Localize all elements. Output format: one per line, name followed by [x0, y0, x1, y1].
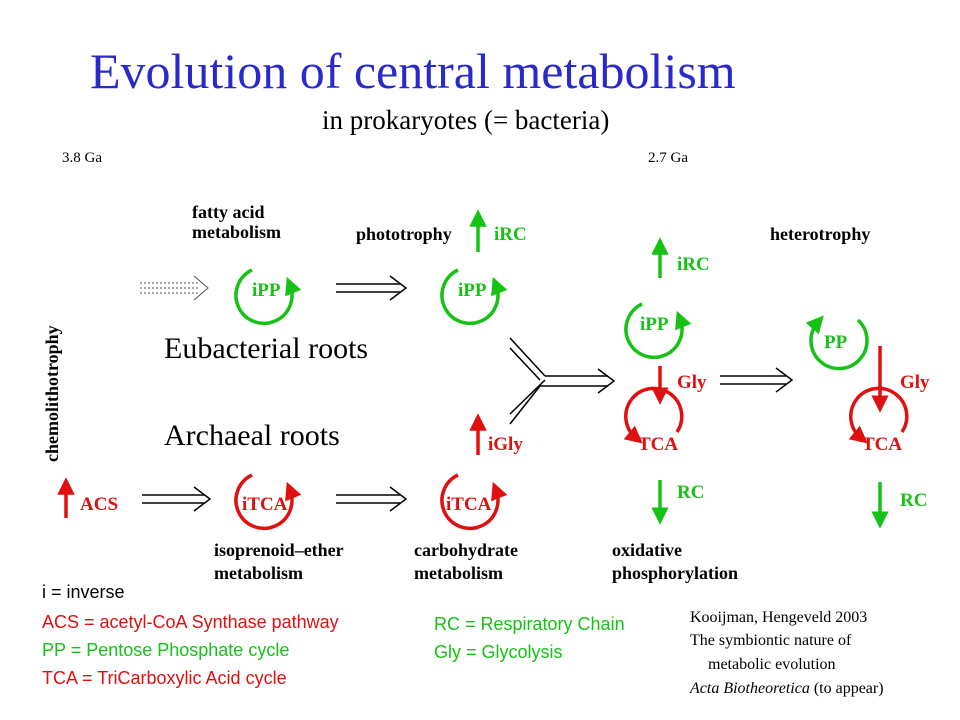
node-ipp-3: iPP [640, 314, 669, 335]
page-title: Evolution of central metabolism [90, 43, 736, 99]
page-subtitle: in prokaryotes (= bacteria) [322, 105, 610, 135]
cycle-itca-2-icon [440, 473, 508, 531]
cycle-ipp-1-icon [234, 268, 302, 326]
merge-arrow [509, 337, 616, 425]
legend-gly: Gly = Glycolysis [434, 642, 563, 662]
node-tca-1: TCA [638, 434, 678, 455]
label-carbohydrate-1: carbohydrate [414, 540, 518, 560]
cycle-pp-icon [805, 315, 869, 371]
legend-tca: TCA = TriCarboxylic Acid cycle [42, 668, 287, 688]
reference-authors: Kooijman, Hengeveld 2003 [690, 609, 868, 626]
time-label-mid: 2.7 Ga [648, 150, 688, 166]
double-arrow-to-heterotrophy [720, 367, 794, 393]
reference-journal: Acta Biotheoretica (to appear) [690, 680, 884, 698]
node-gly-1: Gly [677, 372, 707, 393]
node-ipp-1: iPP [252, 280, 281, 301]
reference-title-1: The symbiontic nature of [690, 632, 852, 649]
label-fatty-acid-1: fatty acid [192, 202, 264, 222]
label-phototrophy: phototrophy [356, 224, 452, 244]
node-rc-1: RC [677, 482, 704, 503]
legend-pp: PP = Pentose Phosphate cycle [42, 640, 290, 660]
label-isoprenoid-1: isoprenoid–ether [214, 540, 344, 560]
node-rc-2: RC [900, 490, 927, 511]
cycle-ipp-3-icon [624, 302, 692, 360]
node-ipp-2: iPP [458, 280, 487, 301]
label-oxidative-2: phosphorylation [612, 563, 738, 583]
node-itca-2: iTCA [446, 494, 492, 515]
double-arrow-itca-to-itca [336, 486, 408, 512]
reference-title-2: metabolic evolution [708, 656, 836, 673]
cycle-itca-1-icon [234, 473, 302, 531]
node-tca-2: TCA [862, 434, 902, 455]
node-irc-1: iRC [494, 224, 527, 245]
node-pp: PP [824, 332, 848, 353]
legend-inverse: i = inverse [42, 582, 125, 602]
node-acs: ACS [80, 494, 118, 515]
label-heterotrophy: heterotrophy [770, 224, 870, 244]
label-eubacterial-roots: Eubacterial roots [164, 332, 368, 365]
node-irc-2: iRC [677, 254, 710, 275]
double-arrow-acs-to-itca [142, 486, 212, 512]
node-itca-1: iTCA [242, 494, 288, 515]
reference-status: (to appear) [813, 680, 884, 697]
cycle-tca-2-icon [848, 386, 909, 444]
time-label-start: 3.8 Ga [62, 150, 102, 166]
dotted-arrow [140, 275, 209, 301]
label-chemolithotrophy: chemolithotrophy [42, 325, 62, 462]
legend-rc: RC = Respiratory Chain [434, 614, 625, 634]
cycle-tca-1-icon [623, 386, 684, 444]
node-gly-2: Gly [900, 372, 930, 393]
cycle-ipp-2-icon [440, 268, 508, 326]
label-fatty-acid-2: metabolism [192, 222, 281, 242]
legend-acs: ACS = acetyl-CoA Synthase pathway [42, 612, 339, 632]
label-carbohydrate-2: metabolism [414, 563, 503, 583]
double-arrow-ipp-to-ipp [336, 275, 408, 301]
node-igly: iGly [488, 434, 523, 455]
label-archaeal-roots: Archaeal roots [164, 419, 340, 452]
label-isoprenoid-2: metabolism [214, 563, 303, 583]
label-oxidative-1: oxidative [612, 540, 682, 560]
reference-journal-name: Acta Biotheoretica [690, 680, 810, 697]
